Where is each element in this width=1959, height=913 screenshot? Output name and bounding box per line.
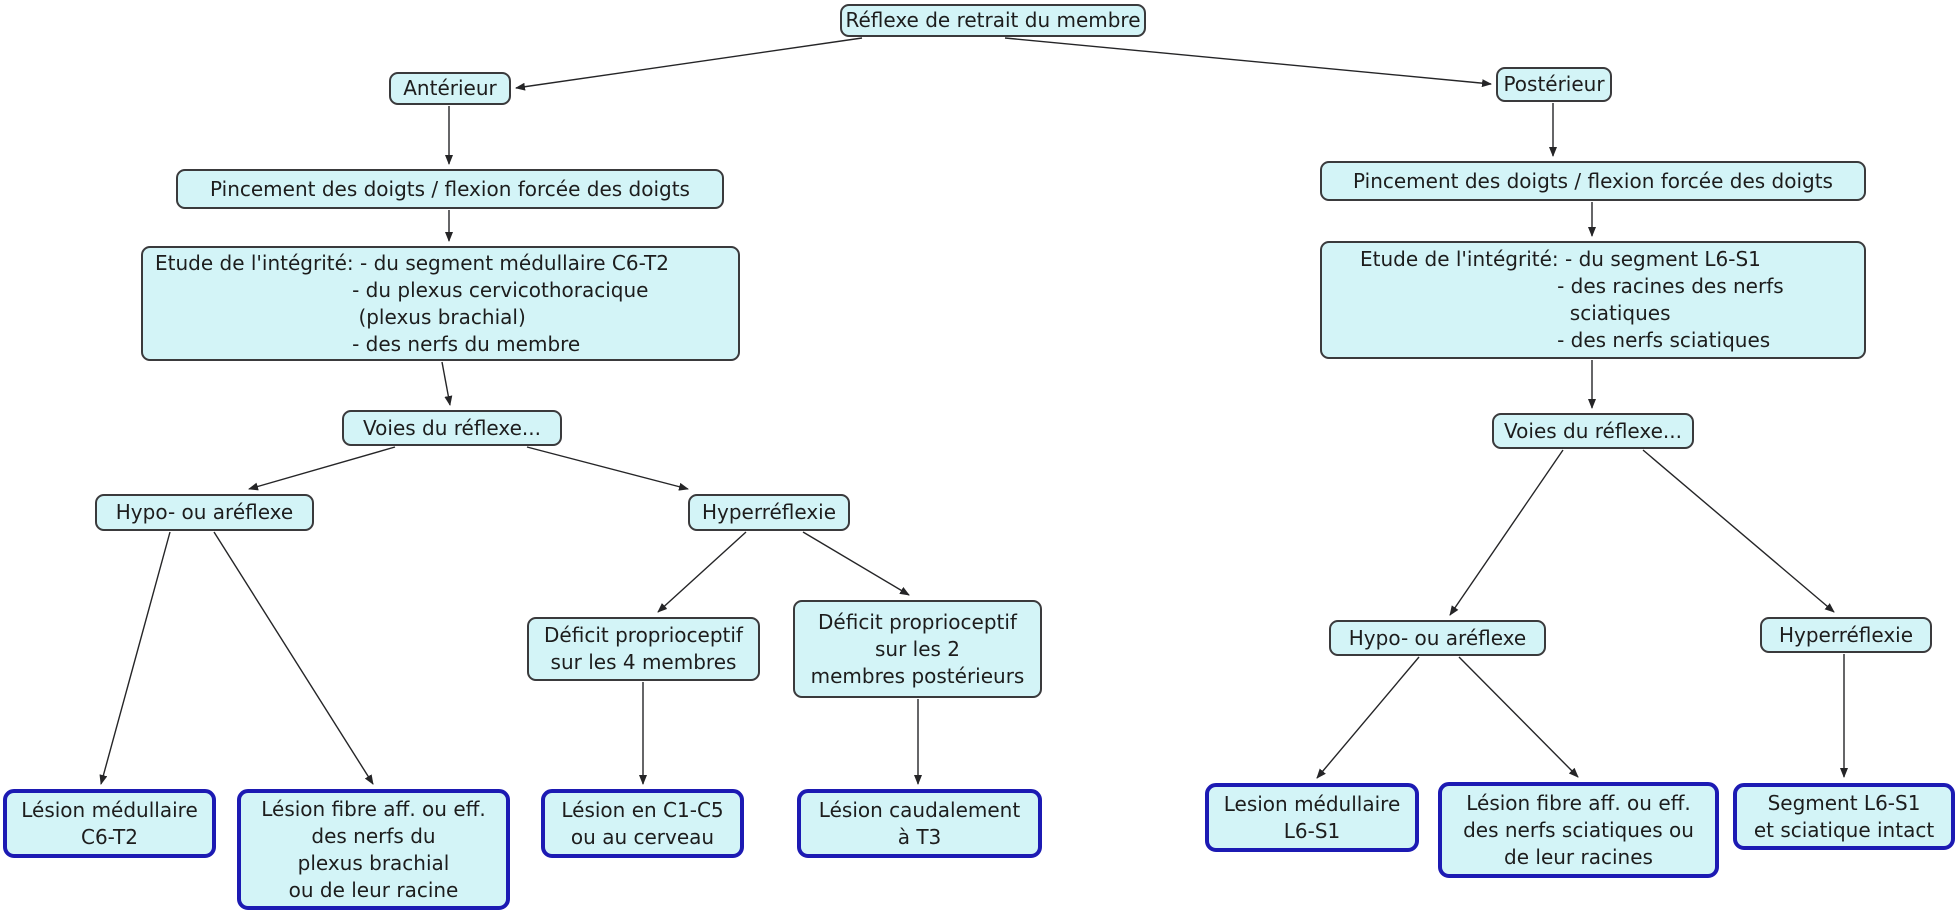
node-posterieur: Postérieur xyxy=(1496,67,1612,102)
node-lesion-medullaire-c6-t2: Lésion médullaire C6-T2 xyxy=(3,789,216,858)
node-voies-reflexe-anterieur: Voies du réflexe... xyxy=(342,410,562,446)
node-lesion-fibre-plexus-brachial: Lésion fibre aff. ou eff. des nerfs du p… xyxy=(237,789,510,910)
node-lesion-c1-c5-cerveau: Lésion en C1-C5 ou au cerveau xyxy=(541,789,744,858)
edge-etude-integrite-anterieur-to-voies-reflexe-anterieur xyxy=(441,361,453,406)
node-pincement-posterieur: Pincement des doigts / flexion forcée de… xyxy=(1320,161,1866,201)
edge-hypo-areflexe-posterieur-to-lesion-medullaire-l6-s1 xyxy=(1316,656,1420,779)
node-etude-integrite-anterieur: Etude de l'intégrité: - du segment médul… xyxy=(141,246,740,361)
node-deficit-proprioceptif-4-membres: Déficit proprioceptif sur les 4 membres xyxy=(527,617,760,681)
edge-voies-reflexe-anterieur-to-hyperreflexie-anterieur xyxy=(526,446,689,491)
edge-voies-reflexe-posterieur-to-hyperreflexie-posterieur xyxy=(1642,449,1835,613)
node-voies-reflexe-posterieur: Voies du réflexe... xyxy=(1492,413,1694,449)
node-lesion-medullaire-l6-s1: Lesion médullaire L6-S1 xyxy=(1205,783,1419,852)
edge-reflexe-retrait-to-anterieur xyxy=(515,37,863,91)
node-hyperreflexie-posterieur: Hyperréflexie xyxy=(1760,617,1932,653)
node-lesion-caudale-t3: Lésion caudalement à T3 xyxy=(797,789,1042,858)
node-hypo-areflexe-posterieur: Hypo- ou aréflexe xyxy=(1329,620,1546,656)
node-lesion-fibre-nerfs-sciatiques: Lésion fibre aff. ou eff. des nerfs scia… xyxy=(1438,782,1719,878)
edge-voies-reflexe-posterieur-to-hypo-areflexe-posterieur xyxy=(1449,449,1564,616)
node-reflexe-retrait: Réflexe de retrait du membre xyxy=(840,4,1146,37)
node-etude-integrite-posterieur: Etude de l'intégrité: - du segment L6-S1… xyxy=(1320,241,1866,359)
edge-hyperreflexie-anterieur-to-deficit-proprioceptif-4-membres xyxy=(657,531,747,613)
edge-hyperreflexie-anterieur-to-deficit-proprioceptif-2-membres-posterieurs xyxy=(802,531,910,596)
edge-voies-reflexe-anterieur-to-hypo-areflexe-anterieur xyxy=(248,446,396,491)
edge-hypo-areflexe-anterieur-to-lesion-medullaire-c6-t2 xyxy=(99,531,171,785)
edge-hypo-areflexe-posterieur-to-lesion-fibre-nerfs-sciatiques xyxy=(1458,656,1579,778)
node-hyperreflexie-anterieur: Hyperréflexie xyxy=(688,494,850,531)
node-deficit-proprioceptif-2-membres-posterieurs: Déficit proprioceptif sur les 2 membres … xyxy=(793,600,1042,698)
edge-reflexe-retrait-to-posterieur xyxy=(1004,37,1492,88)
node-pincement-anterieur: Pincement des doigts / flexion forcée de… xyxy=(176,169,724,209)
node-hypo-areflexe-anterieur: Hypo- ou aréflexe xyxy=(95,494,314,531)
node-anterieur: Antérieur xyxy=(389,72,511,105)
edge-hypo-areflexe-anterieur-to-lesion-fibre-plexus-brachial xyxy=(213,531,374,785)
node-segment-l6-s1-intact: Segment L6-S1 et sciatique intact xyxy=(1733,783,1955,850)
